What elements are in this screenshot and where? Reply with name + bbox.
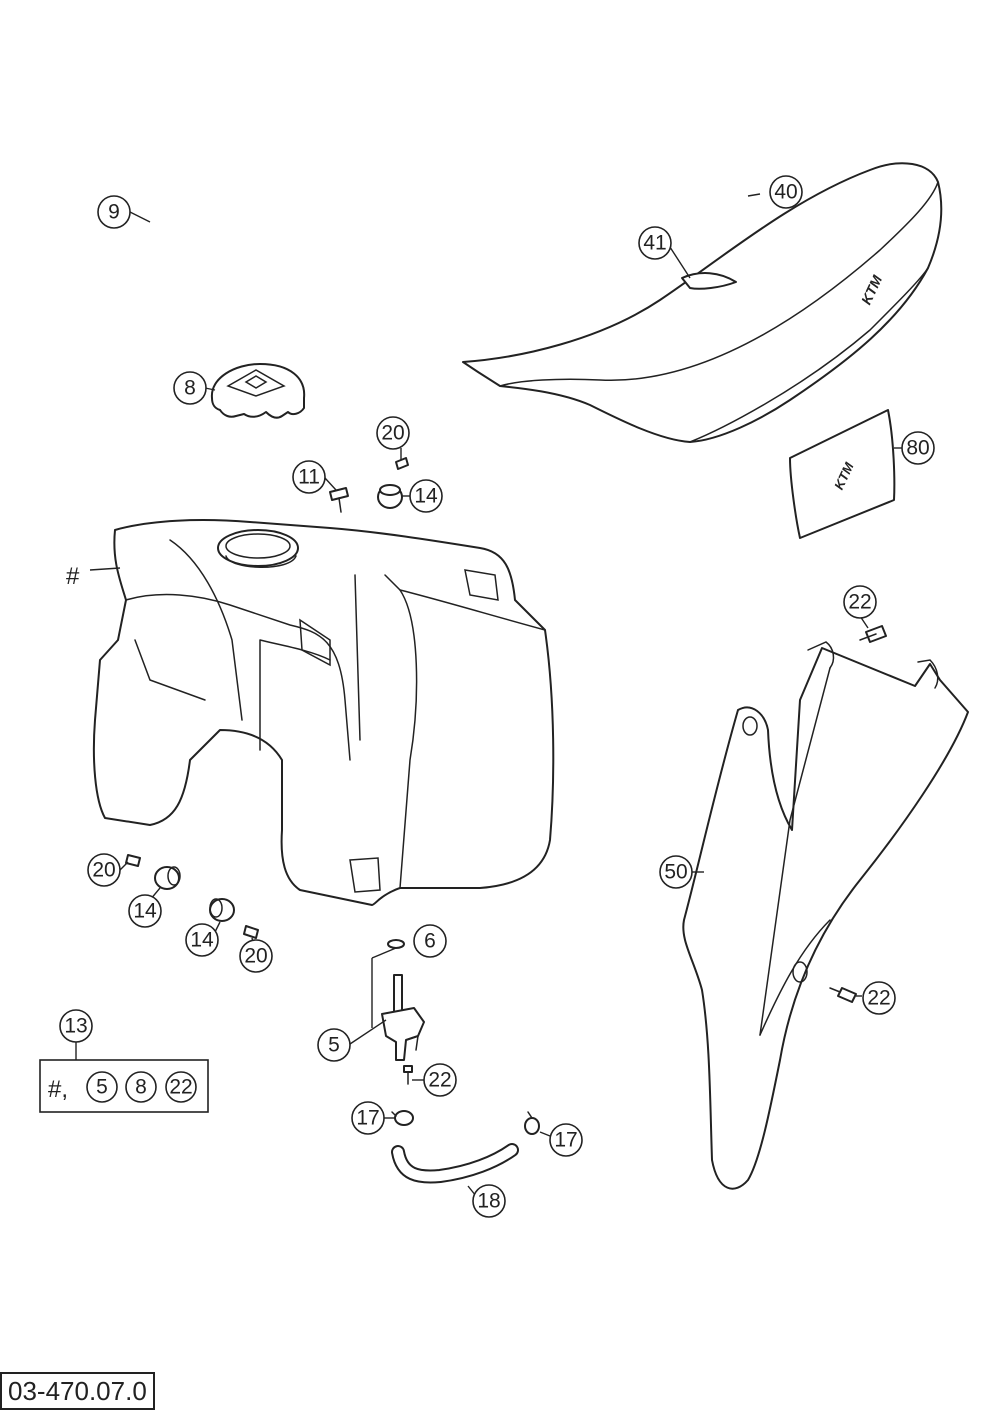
callout-20-top: 20	[376, 416, 410, 450]
svg-text:14: 14	[190, 929, 214, 952]
callout-41: 41	[638, 226, 672, 260]
callout-17-left: 17	[351, 1101, 385, 1135]
bushing-14-top	[377, 484, 403, 509]
drawing-code: 03-470.07.0	[0, 1372, 155, 1410]
callout-20-mid: 20	[239, 939, 273, 973]
callout-9: 9	[97, 195, 131, 229]
fuel-hose	[391, 1143, 519, 1184]
clamp-17-right	[524, 1111, 540, 1135]
kit-box: #, 5 8 22	[39, 1042, 209, 1113]
svg-text:17: 17	[356, 1107, 379, 1130]
sticker-80: KTM	[789, 409, 896, 539]
svg-text:14: 14	[414, 485, 438, 508]
svg-text:41: 41	[643, 232, 666, 255]
seal-6	[387, 939, 405, 949]
svg-text:40: 40	[774, 181, 797, 204]
breather-hose	[70, 201, 259, 355]
bolt-22-side	[829, 987, 857, 1003]
bolt-22-top	[859, 625, 887, 643]
bushing-14-left	[154, 866, 181, 890]
svg-text:20: 20	[92, 859, 115, 882]
svg-text:11: 11	[298, 466, 320, 489]
fuel-tap	[381, 974, 425, 1061]
callout-5: 5	[317, 1028, 351, 1062]
svg-text:17: 17	[554, 1129, 577, 1152]
svg-text:14: 14	[133, 900, 157, 923]
bolt-20-top	[395, 457, 409, 470]
svg-text:22: 22	[848, 591, 871, 614]
svg-text:18: 18	[477, 1190, 500, 1213]
seat	[462, 162, 943, 443]
kit-item-8: 8	[135, 1076, 147, 1099]
kit-item-22: 22	[169, 1076, 192, 1099]
callout-14-mid: 14	[185, 923, 219, 957]
fuel-cap	[210, 363, 306, 419]
callout-20-left: 20	[87, 853, 121, 887]
bolt-20-mid	[243, 925, 259, 939]
svg-text:5: 5	[328, 1034, 340, 1057]
callout-14-top: 14	[409, 479, 443, 513]
callout-50: 50	[659, 855, 693, 889]
svg-text:9: 9	[108, 201, 120, 224]
svg-text:6: 6	[424, 930, 436, 953]
svg-text:13: 13	[64, 1015, 87, 1038]
callout-18: 18	[472, 1184, 506, 1218]
callout-40: 40	[769, 175, 803, 209]
svg-text:8: 8	[184, 377, 196, 400]
callout-80: 80	[901, 431, 935, 465]
svg-text:80: 80	[906, 437, 929, 460]
svg-text:22: 22	[867, 987, 890, 1010]
kit-prefix: #,	[48, 1076, 68, 1103]
callout-17-right: 17	[549, 1123, 583, 1157]
svg-text:22: 22	[428, 1069, 451, 1092]
callout-14-left: 14	[128, 894, 162, 928]
screw-11	[329, 487, 349, 513]
svg-text:50: 50	[664, 861, 687, 884]
svg-text:20: 20	[381, 422, 404, 445]
tank-marker: #	[66, 563, 80, 590]
callout-11: 11	[292, 460, 326, 494]
bushing-14-mid	[209, 898, 235, 922]
callout-6: 6	[413, 924, 447, 958]
bolt-20-left	[125, 854, 141, 867]
screw-22-tap	[403, 1065, 413, 1085]
callout-13: 13	[59, 1009, 93, 1043]
callout-22-side: 22	[862, 981, 896, 1015]
kit-item-5: 5	[96, 1076, 108, 1099]
callout-22-top: 22	[843, 585, 877, 619]
callout-8: 8	[173, 371, 207, 405]
fuel-tank	[92, 519, 555, 906]
callout-22-tap: 22	[423, 1063, 457, 1097]
side-panel	[682, 641, 969, 1190]
svg-text:20: 20	[244, 945, 267, 968]
tank-leader	[89, 567, 121, 571]
